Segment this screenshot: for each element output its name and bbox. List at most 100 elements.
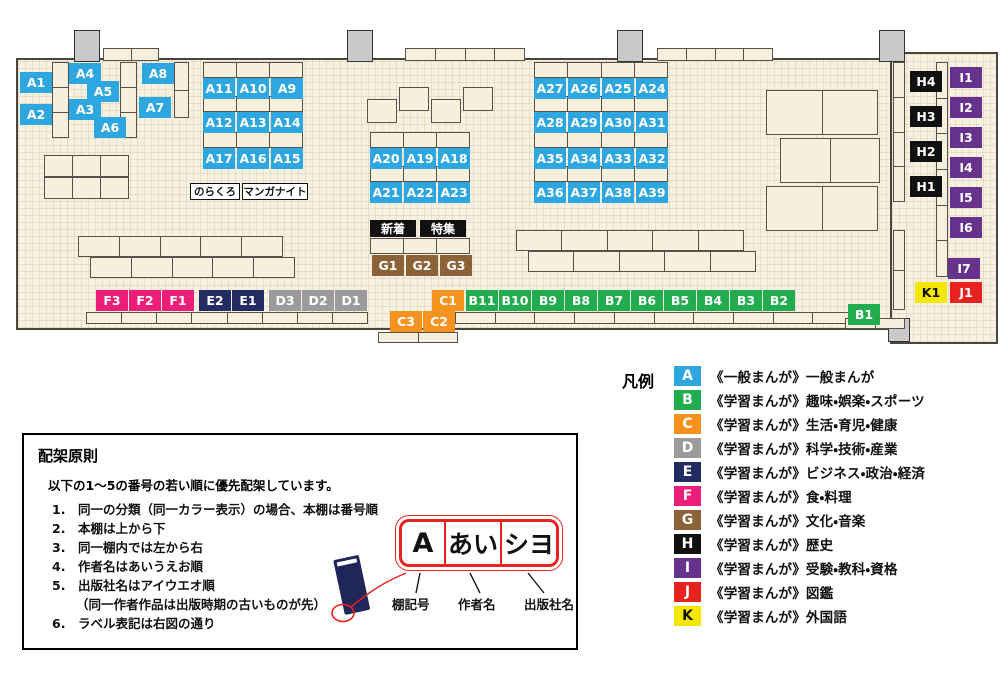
shelf-cell bbox=[567, 62, 602, 78]
shelf-label-A20: A20 bbox=[370, 148, 402, 169]
legend-swatch: F bbox=[674, 486, 702, 506]
label-annotation: 出版社名 bbox=[523, 597, 574, 612]
legend-label: 《学習まんが》歴史 bbox=[710, 538, 834, 554]
shelf-cell bbox=[821, 186, 878, 231]
principle-item-6: 6. ラベル表記は右図の通り bbox=[52, 616, 216, 631]
shelf-cell bbox=[893, 96, 905, 133]
shelf-unit bbox=[534, 96, 668, 112]
shelf-label-D3: D3 bbox=[269, 290, 301, 311]
principle-subitem: （同一作者作品は出版時期の古いものが先） bbox=[76, 597, 327, 612]
shelf-label-B9: B9 bbox=[532, 290, 564, 311]
shelf-cell bbox=[697, 230, 745, 251]
shelf-cell bbox=[78, 236, 120, 257]
shelf-cell bbox=[52, 87, 69, 113]
shelf-cell bbox=[86, 312, 123, 324]
shelf-unit bbox=[378, 332, 458, 343]
legend-item-K: K《学習まんが》外国語 bbox=[674, 606, 925, 626]
shelf-cell bbox=[226, 312, 263, 324]
legend-swatch: D bbox=[674, 438, 702, 458]
shelf-cell bbox=[203, 62, 237, 78]
shelf-label-I2: I2 bbox=[950, 97, 982, 118]
shelf-label-A10: A10 bbox=[237, 78, 269, 99]
shelf-cell bbox=[613, 312, 655, 324]
pillar bbox=[879, 30, 905, 62]
shelf-cell bbox=[378, 332, 419, 343]
shelf-unit bbox=[44, 155, 129, 177]
shelf-label-F3: F3 bbox=[96, 290, 128, 311]
shelf-label-D1: D1 bbox=[335, 290, 367, 311]
legend-swatch: A bbox=[674, 366, 702, 386]
shelf-label-A12: A12 bbox=[203, 112, 235, 133]
shelf-cell bbox=[821, 90, 878, 135]
legend-label: 《学習まんが》文化・音楽 bbox=[710, 514, 866, 530]
shelf-label-A3: A3 bbox=[69, 99, 101, 120]
shelf-cell bbox=[236, 132, 270, 148]
shelf-unit bbox=[203, 132, 303, 148]
shelf-cell bbox=[171, 257, 214, 278]
shelf-unit bbox=[534, 166, 668, 182]
shelf-cell bbox=[44, 177, 73, 199]
shelf-cell bbox=[118, 236, 161, 257]
shelf-label-A22: A22 bbox=[404, 182, 436, 203]
shelf-cell bbox=[403, 132, 437, 148]
shelf-cell bbox=[664, 251, 711, 272]
shelf-label-A1: A1 bbox=[20, 72, 52, 93]
shelf-cell bbox=[893, 131, 905, 168]
shelf-cell bbox=[780, 138, 831, 183]
shelf-cell bbox=[405, 48, 436, 61]
shelf-cell bbox=[130, 257, 173, 278]
shelf-unit bbox=[893, 62, 905, 202]
shelf-label-H2: H2 bbox=[910, 141, 942, 162]
shelf-unit bbox=[893, 230, 905, 310]
shelf-label-I4: I4 bbox=[950, 157, 982, 178]
shelf-label-F1: F1 bbox=[162, 290, 194, 311]
shelf-cell bbox=[399, 87, 429, 111]
shelf-unit bbox=[431, 99, 461, 123]
shelf-label-A32: A32 bbox=[636, 148, 668, 169]
shelf-label-G2: G2 bbox=[406, 255, 438, 276]
legend-item-E: E《学習まんが》ビジネス・政治・経済 bbox=[674, 462, 925, 482]
legend-label: 《学習まんが》ビジネス・政治・経済 bbox=[710, 466, 926, 482]
shelf-cell bbox=[100, 177, 129, 199]
shelf-cell bbox=[103, 48, 132, 61]
shelf-cell bbox=[685, 48, 716, 61]
shelf-cell bbox=[156, 312, 193, 324]
shelf-unit bbox=[534, 132, 668, 148]
shelf-label-A9: A9 bbox=[271, 78, 303, 99]
shelf-label-B5: B5 bbox=[664, 290, 696, 311]
shelf-cell bbox=[494, 48, 525, 61]
shelf-cell bbox=[633, 132, 668, 148]
shelf-label-A15: A15 bbox=[271, 148, 303, 169]
shelf-cell bbox=[212, 257, 255, 278]
shelf-cell bbox=[120, 62, 137, 88]
shelf-cell bbox=[732, 312, 774, 324]
legend-item-J: J《学習まんが》図鑑 bbox=[674, 582, 925, 602]
shelf-label-G1: G1 bbox=[372, 255, 404, 276]
map-text-label: 新着 bbox=[370, 220, 416, 237]
shelf-label-A14: A14 bbox=[271, 112, 303, 133]
shelf-label-A4: A4 bbox=[69, 63, 101, 84]
shelf-cell bbox=[829, 138, 880, 183]
shelf-label-B7: B7 bbox=[598, 290, 630, 311]
shelf-cell bbox=[403, 238, 437, 254]
shelf-label-A18: A18 bbox=[438, 148, 470, 169]
shelf-label-A33: A33 bbox=[602, 148, 634, 169]
shelf-cell bbox=[52, 62, 69, 88]
label-annotation: 棚記号 bbox=[392, 597, 430, 612]
shelf-cell bbox=[367, 99, 397, 123]
shelf-cell bbox=[72, 177, 101, 199]
shelf-cell bbox=[534, 62, 569, 78]
shelf-unit bbox=[52, 62, 69, 138]
shelf-unit bbox=[463, 87, 493, 111]
shelf-label-A29: A29 bbox=[568, 112, 600, 133]
shelf-cell bbox=[241, 236, 283, 257]
legend-title: 凡例 bbox=[622, 372, 655, 391]
shelf-unit bbox=[174, 62, 189, 118]
shelf-cell bbox=[417, 332, 458, 343]
shelf-cell bbox=[709, 251, 757, 272]
map-text-label: 特集 bbox=[420, 220, 466, 237]
principle-item-4: 4. 作者名はあいうえお順 bbox=[52, 559, 203, 574]
shelf-label-A27: A27 bbox=[534, 78, 566, 99]
shelf-unit bbox=[780, 138, 880, 183]
